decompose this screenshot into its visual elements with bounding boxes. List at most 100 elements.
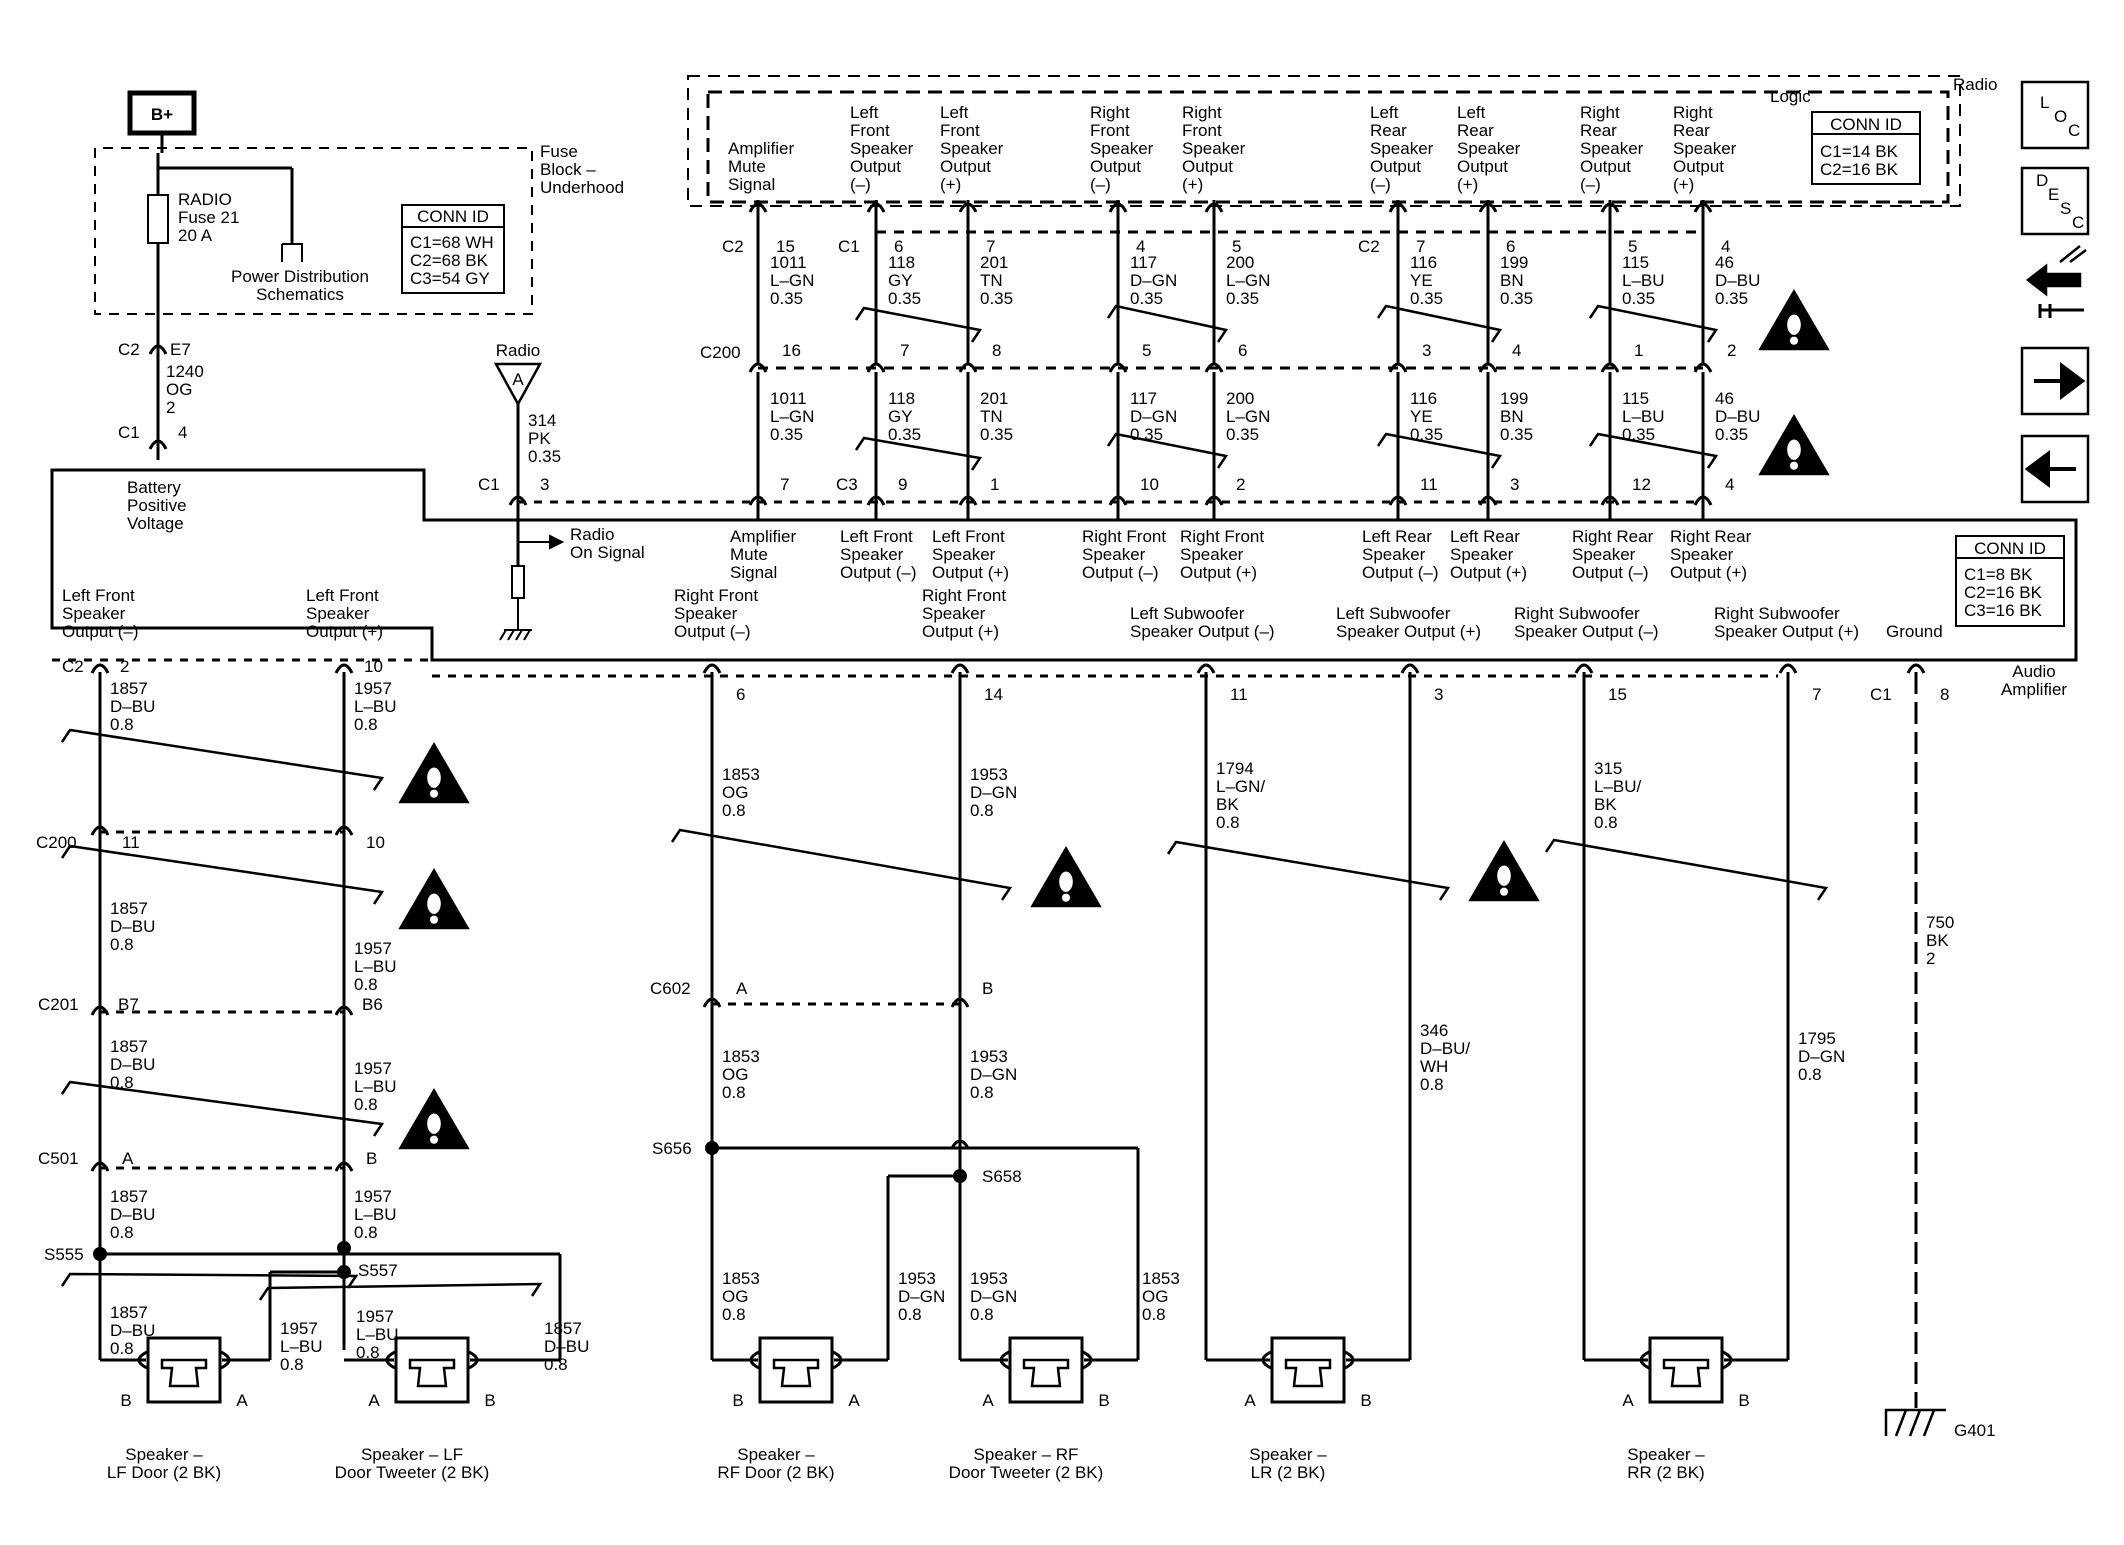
wire-label: D–GN xyxy=(970,783,1017,802)
radio-signal-label: (+) xyxy=(1457,175,1478,194)
location-button[interactable]: LOC xyxy=(2020,80,2090,150)
wire-label: 1853 xyxy=(722,1269,760,1288)
wire-label: 1953 xyxy=(970,765,1008,784)
conn-id-title: CONN ID xyxy=(1830,115,1902,134)
connector-view-button[interactable] xyxy=(2025,245,2087,318)
twisted-pair-mark xyxy=(60,1272,359,1289)
amplifier-output-pin xyxy=(1778,663,1798,674)
radio-conn-id-box xyxy=(1811,111,1921,185)
speaker-label: Speaker – xyxy=(1249,1445,1327,1464)
amplifier-input-pin xyxy=(1204,495,1224,506)
wire-label: 0.35 xyxy=(770,289,803,308)
amplifier-output-label: Ground xyxy=(1886,622,1943,641)
wire-label: 116 xyxy=(1410,253,1437,272)
amplifier-output-pin xyxy=(334,663,354,674)
wire-label: 346 xyxy=(1420,1021,1448,1040)
wire-label: D–BU xyxy=(110,917,155,936)
radio-on-signal-label: Radio xyxy=(570,525,614,544)
radio-pin-number: 4 xyxy=(1721,237,1730,256)
previous-page-button[interactable] xyxy=(2020,434,2090,504)
radio-signal-label: (+) xyxy=(940,175,961,194)
wire-label: 115 xyxy=(1622,253,1649,272)
radio-signal-label: (–) xyxy=(1580,175,1601,194)
speaker-cone xyxy=(160,1358,208,1388)
wire-label: L–BU xyxy=(354,697,397,716)
amplifier-output-label: Left Front xyxy=(62,586,135,605)
c200-pin-number: 5 xyxy=(1142,341,1151,360)
amplifier-input-label: Output (+) xyxy=(1450,563,1527,582)
conn-id-row: C2=68 BK xyxy=(410,251,489,270)
radio-signal-label: Left xyxy=(940,103,969,122)
wire-label: D–GN xyxy=(1130,407,1177,426)
wire-label: 0.8 xyxy=(722,1083,746,1102)
speaker-label: Speaker – LF xyxy=(361,1445,463,1464)
wire-label: 1957 xyxy=(354,1187,392,1206)
wire-label: L–BU xyxy=(354,1077,397,1096)
wire-label: YE xyxy=(1410,407,1433,426)
fuse-21-label: 20 A xyxy=(178,226,213,245)
wire-label: 201 xyxy=(980,253,1008,272)
wire-label: D–GN xyxy=(1130,271,1177,290)
battery-positive-voltage-label: Positive xyxy=(127,496,187,515)
radio-signal-label: Output xyxy=(940,157,991,176)
speaker-label: LR (2 BK) xyxy=(1251,1463,1326,1482)
wire-label: 1957 xyxy=(354,939,392,958)
fuse-block-title: Underhood xyxy=(540,178,624,197)
radio-signal-label: Left xyxy=(1370,103,1399,122)
pin-e7-label: E7 xyxy=(170,340,191,359)
wire-label: D–GN xyxy=(970,1287,1017,1306)
amplifier-input-label: Output (–) xyxy=(1082,563,1159,582)
twisted-pair-mark xyxy=(258,1282,543,1301)
speaker-label: Door Tweeter (2 BK) xyxy=(335,1463,490,1482)
next-page-button[interactable] xyxy=(2020,346,2090,416)
radio-reference-title: Radio xyxy=(496,341,540,360)
wire-label: L–GN xyxy=(1226,271,1270,290)
wire-label: 0.35 xyxy=(770,425,803,444)
amplifier-input-label: Output (–) xyxy=(840,563,917,582)
radio-signal-label: Front xyxy=(940,121,980,140)
amplifier-output-label: Output (–) xyxy=(674,622,751,641)
connector-c1-label: C1 xyxy=(838,237,860,256)
amplifier-input-label: Mute xyxy=(730,545,768,564)
c200-pin-number: 7 xyxy=(900,341,909,360)
connector-c2-label: C2 xyxy=(62,657,84,676)
amplifier-input-label: Output (+) xyxy=(1180,563,1257,582)
amplifier-output-label: Output (+) xyxy=(306,622,383,641)
wire-label: BN xyxy=(1500,407,1524,426)
conn-id-row: C3=54 GY xyxy=(410,269,490,288)
twisted-pair-mark xyxy=(60,1080,385,1137)
speaker-pin-label: B xyxy=(1098,1391,1109,1410)
wire-label: BK xyxy=(1594,795,1617,814)
wire-label: 0.8 xyxy=(898,1305,922,1324)
connector-icon xyxy=(2025,245,2087,297)
speaker-pin-label: A xyxy=(236,1391,248,1410)
amplifier-pin-number: 14 xyxy=(984,685,1003,704)
speaker-pin-label: B xyxy=(732,1391,743,1410)
speaker-label: Speaker – RF xyxy=(974,1445,1079,1464)
c200-pin xyxy=(1108,362,1128,373)
wire-label: 1853 xyxy=(722,765,760,784)
radio-title: Radio xyxy=(1953,75,1997,94)
amplifier-output-pin xyxy=(1906,663,1926,674)
wire-label: TN xyxy=(980,407,1003,426)
wire-label: 1853 xyxy=(1142,1269,1180,1288)
conn-id-title: CONN ID xyxy=(417,207,489,226)
twisted-pair-mark xyxy=(1544,838,1829,901)
amplifier-input-label: Amplifier xyxy=(730,527,796,546)
radio-reference-triangle xyxy=(493,362,543,407)
ground-g401-label: G401 xyxy=(1954,1421,1996,1440)
amplifier-pin-number: 9 xyxy=(898,475,907,494)
pin-number: A xyxy=(122,1149,134,1168)
twisted-pair-mark xyxy=(854,436,983,471)
amplifier-output-label: Right Front xyxy=(922,586,1006,605)
speaker-body xyxy=(1270,1336,1346,1404)
twisted-pair-mark xyxy=(1376,432,1503,469)
wire-label: 0.8 xyxy=(110,1339,134,1358)
amplifier-pin-number: 10 xyxy=(364,657,383,676)
c200-pin xyxy=(1388,362,1408,373)
speaker-pin xyxy=(468,1350,479,1370)
